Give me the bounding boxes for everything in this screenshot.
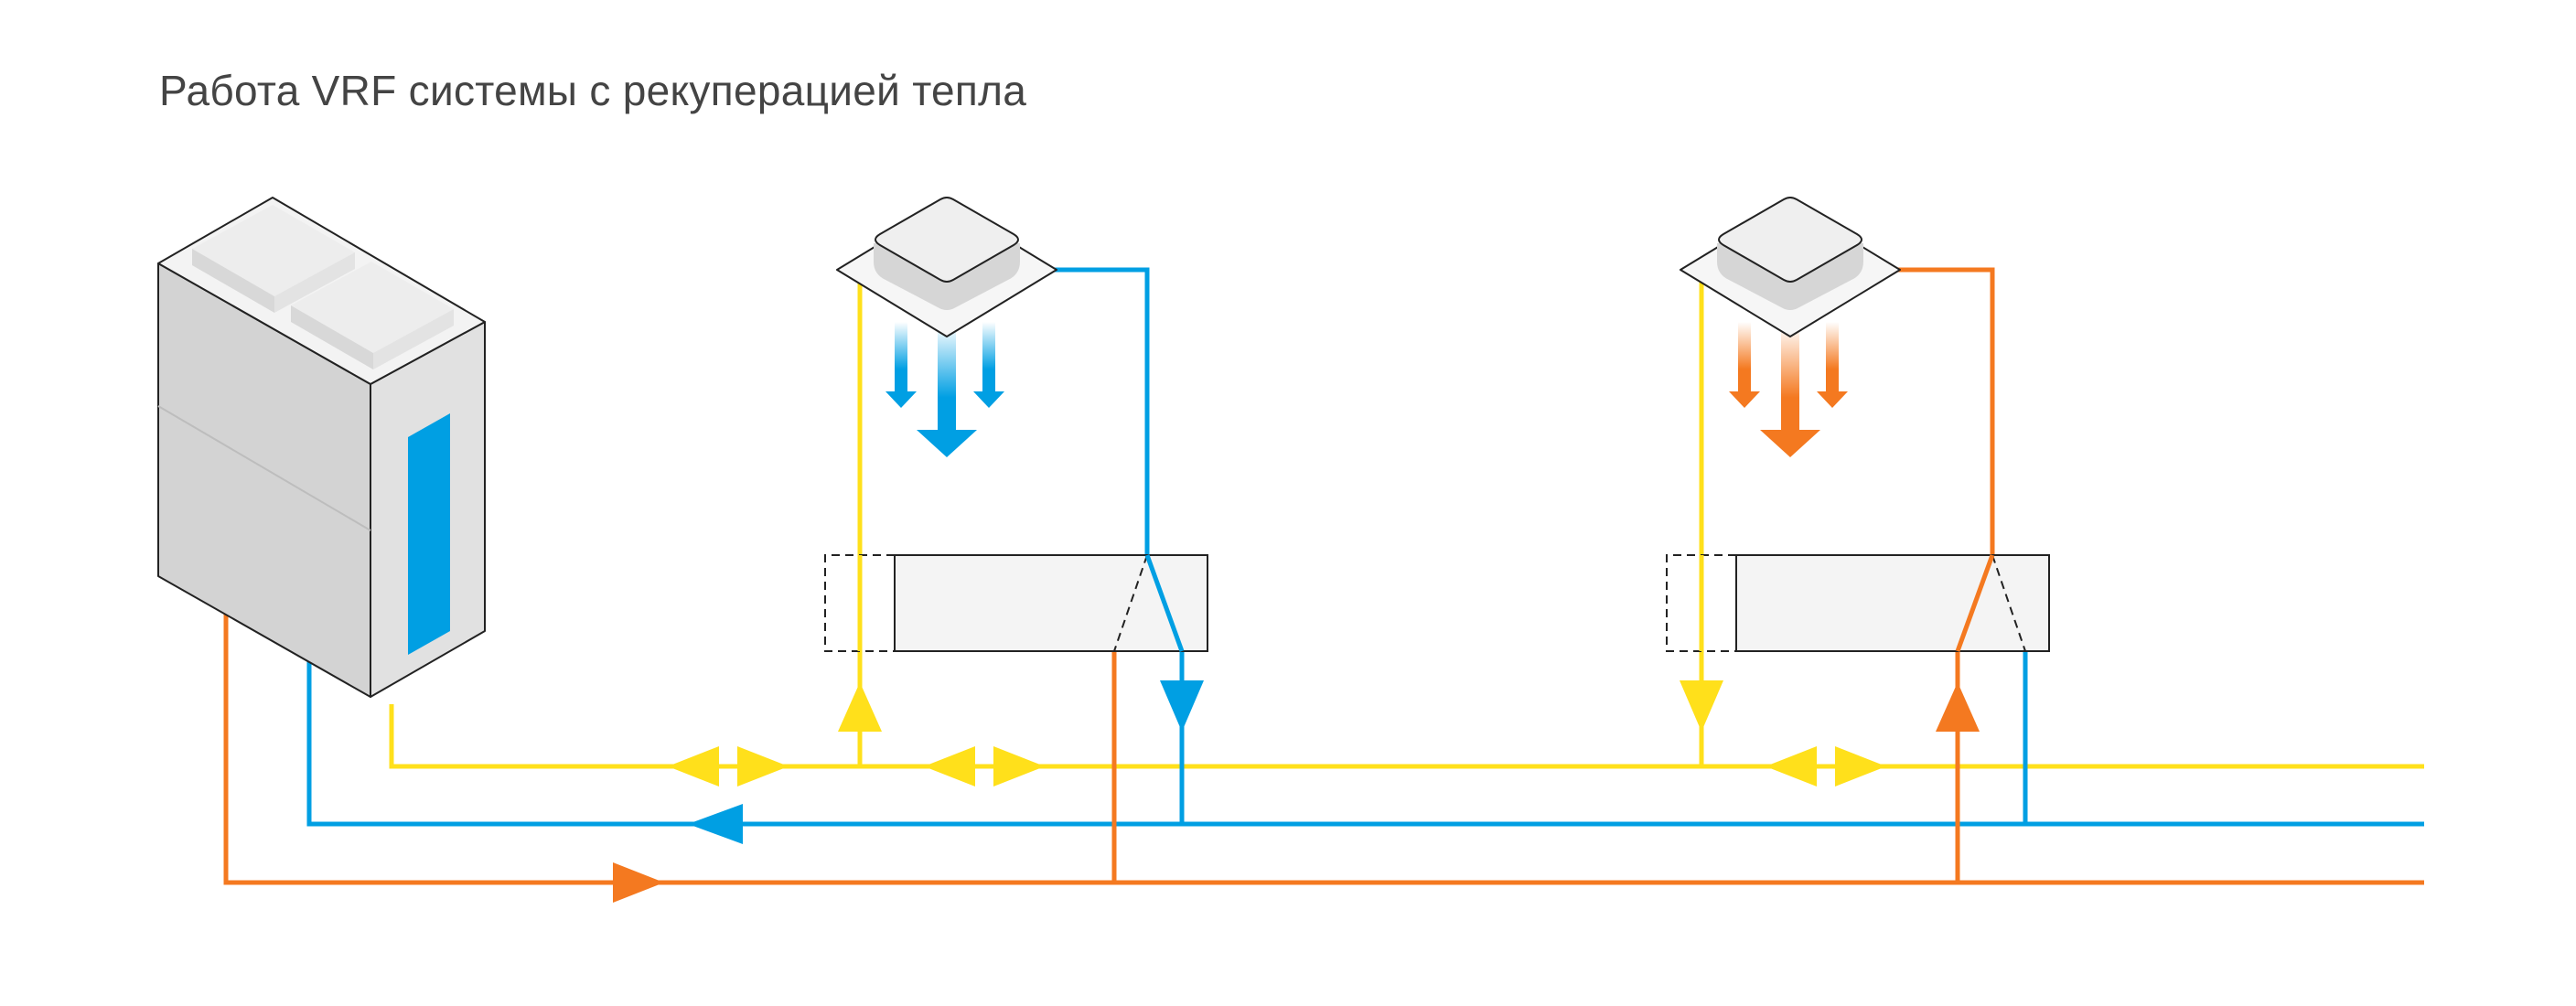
- arrows-down-orange-icon: [1729, 322, 1848, 457]
- liquid-main-line: [389, 704, 2424, 769]
- pipes: [223, 267, 2424, 885]
- discharge-supply-arrow: [613, 862, 664, 903]
- diagram-title: Работа VRF системы с рекуперацией тепла: [159, 67, 1027, 114]
- double-triangle-arrow: [668, 746, 789, 787]
- suction-down-arrow-cooling: [1160, 680, 1204, 732]
- discharge-main-line: [223, 613, 2424, 885]
- branch-box-cooling: [824, 554, 1208, 652]
- branch-box-heating: [1666, 554, 2050, 652]
- discharge-diagonal-heating: [1955, 554, 1995, 652]
- double-triangle-arrow: [924, 746, 1045, 787]
- double-triangle-arrow: [1766, 746, 1886, 787]
- discharge-up-arrow-heating: [1936, 682, 1980, 732]
- liquid-up-arrow-cooling: [838, 682, 882, 732]
- indoor-unit-cooling: [836, 197, 1057, 337]
- flow-arrows: [613, 680, 1980, 903]
- suction-diagonal-cooling: [1144, 554, 1185, 652]
- suction-branch-cooling: [1052, 267, 1185, 824]
- arrows-down-blue-icon: [886, 322, 1004, 457]
- suction-return-arrow: [688, 804, 743, 844]
- indoor-unit-heating: [1680, 197, 1901, 337]
- liquid-down-arrow-heating: [1680, 680, 1723, 732]
- outdoor-unit-panel: [408, 413, 450, 655]
- fan-housing-rear: [192, 205, 355, 313]
- outdoor-unit: [157, 197, 486, 698]
- suction-main-line: [306, 660, 2424, 827]
- fan-housing-front: [291, 262, 454, 369]
